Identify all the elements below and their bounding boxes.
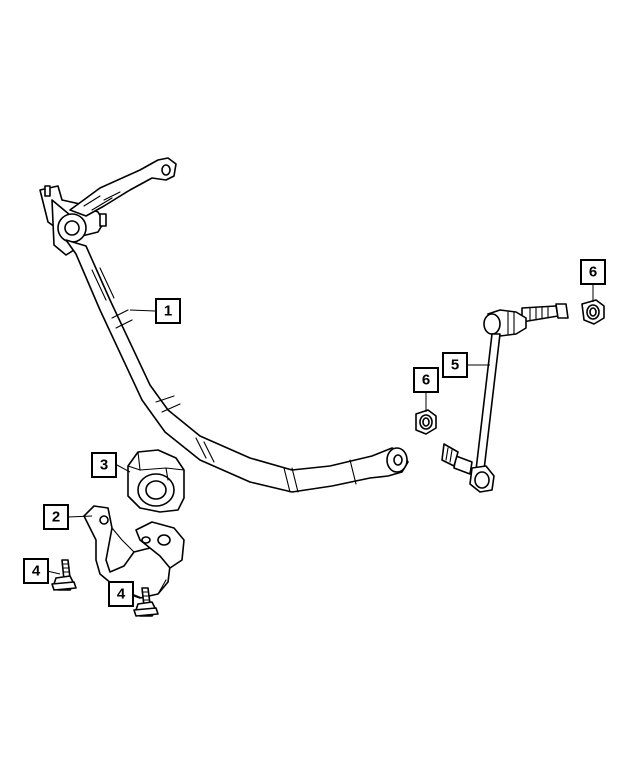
- bolt-bottom[interactable]: [133, 587, 159, 617]
- callout-1-label: 1: [164, 303, 172, 320]
- callout-5[interactable]: 5: [442, 352, 468, 378]
- callout-3[interactable]: 3: [91, 452, 117, 478]
- callout-4-left-label: 4: [32, 563, 41, 580]
- callout-6-left[interactable]: 6: [413, 367, 439, 393]
- callout-5-label: 5: [451, 357, 459, 374]
- callout-3-label: 3: [100, 457, 108, 474]
- leader-3: [116, 464, 131, 473]
- bushing-bracket[interactable]: [83, 505, 185, 599]
- callout-6-left-label: 6: [422, 372, 430, 389]
- callout-4-bottom[interactable]: 4: [108, 581, 134, 607]
- nut-left[interactable]: [415, 409, 437, 435]
- callout-6-right-label: 6: [589, 264, 597, 281]
- leader-2: [67, 515, 93, 518]
- callout-6-right[interactable]: 6: [580, 259, 606, 285]
- bolt-left[interactable]: [51, 559, 77, 591]
- callout-1[interactable]: 1: [155, 298, 181, 324]
- stabilizer-bar[interactable]: [39, 157, 409, 493]
- leader-1: [129, 309, 156, 312]
- nut-right[interactable]: [581, 299, 605, 325]
- leader-4a: [46, 570, 61, 575]
- bushing[interactable]: [127, 449, 185, 513]
- callout-2[interactable]: 2: [43, 504, 69, 530]
- callout-4-bottom-label: 4: [117, 586, 126, 603]
- stabilizer-link[interactable]: [441, 303, 569, 493]
- callout-2-label: 2: [52, 509, 60, 526]
- callout-4-left[interactable]: 4: [23, 558, 49, 584]
